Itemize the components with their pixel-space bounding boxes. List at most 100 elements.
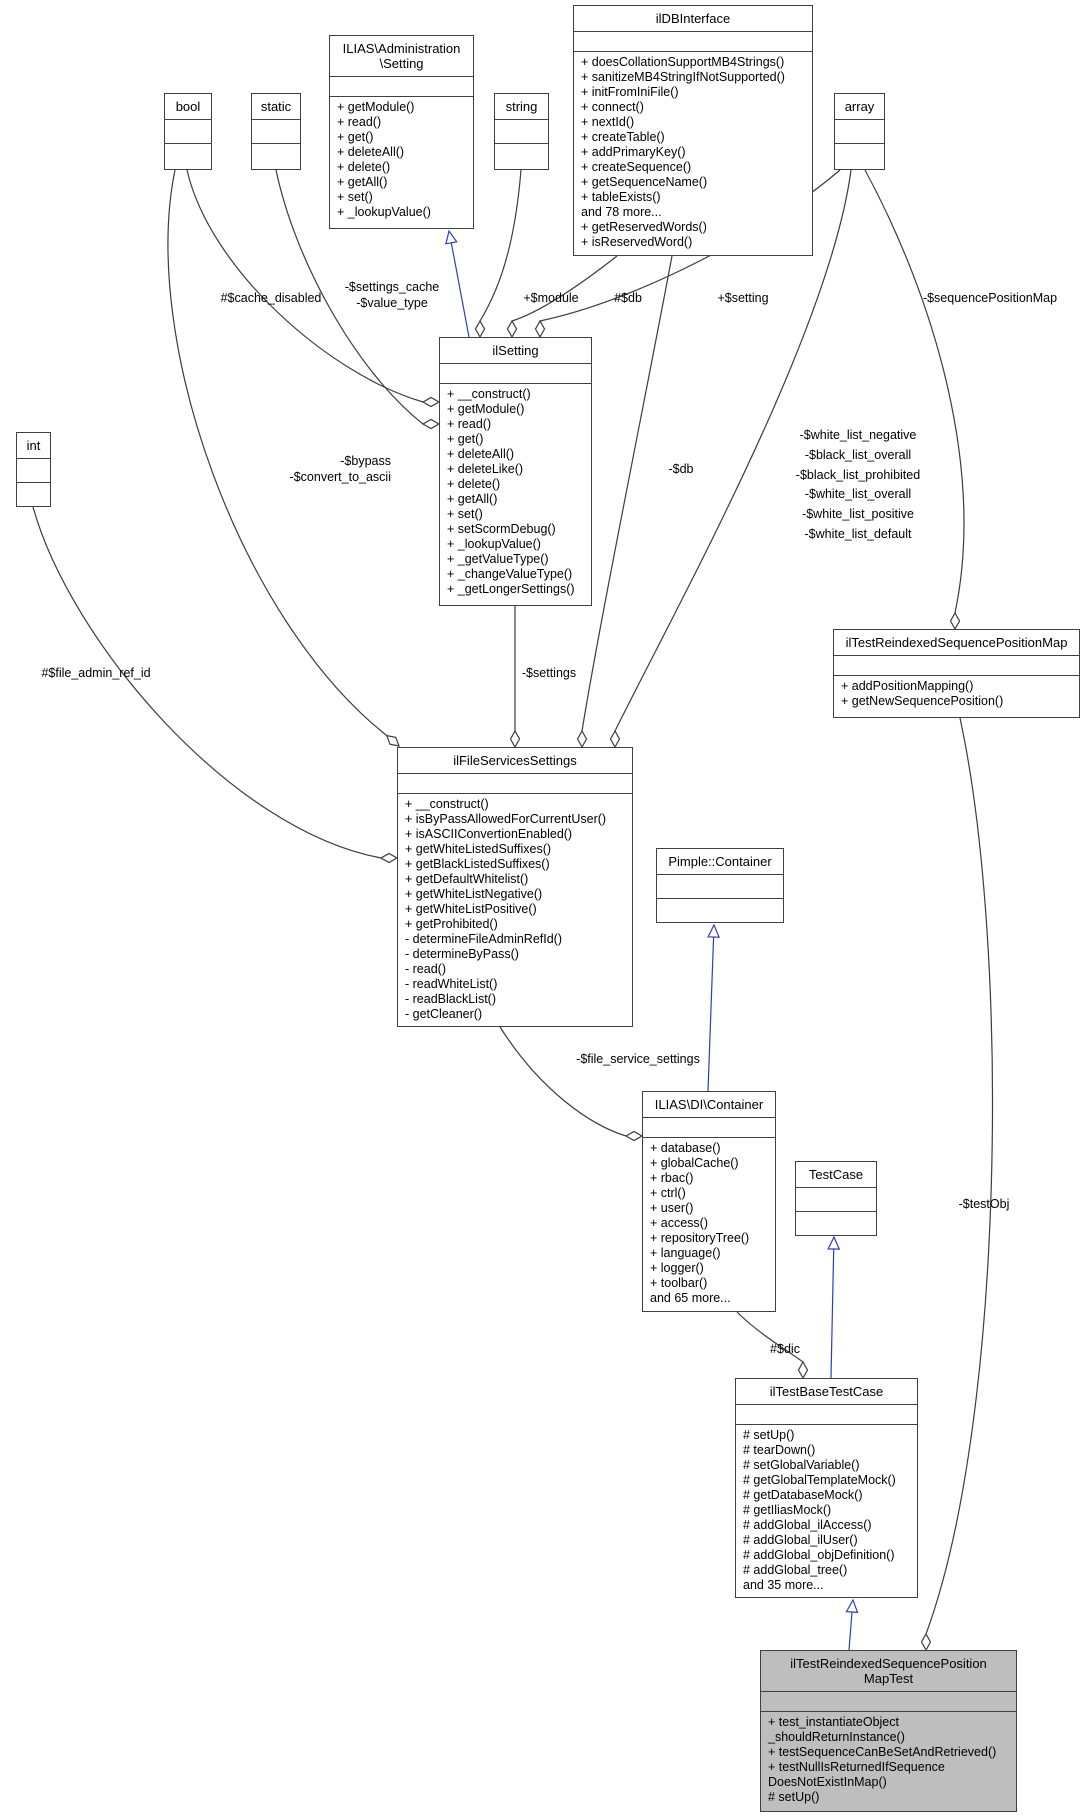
method-line: + delete(): [337, 160, 391, 174]
class-title: ILIAS\Administration \Setting: [330, 36, 473, 77]
edge-array-fileservices: [614, 169, 852, 732]
aggregation-diamond: [576, 729, 588, 749]
class-title: ilDBInterface: [574, 6, 812, 32]
class-title: ILIAS\DI\Container: [643, 1092, 775, 1118]
class-title: string: [495, 94, 548, 120]
label-db-setting: #$db: [614, 291, 642, 305]
class-attributes-empty: [736, 1405, 917, 1425]
aggregation-diamond: [506, 319, 518, 339]
class-methods-empty: [835, 144, 884, 169]
class-ilsetting[interactable]: ilSetting + __construct()+ getModule()+ …: [439, 337, 592, 606]
class-title: ilFileServicesSettings: [398, 748, 632, 774]
method-line: + access(): [650, 1216, 709, 1230]
class-iltestbasetestcase[interactable]: ilTestBaseTestCase # setUp()# tearDown()…: [735, 1378, 918, 1598]
aggregation-diamond: [474, 319, 486, 339]
method-line: + user(): [650, 1201, 694, 1215]
method-line: - determineByPass(): [405, 947, 519, 961]
method-line: + globalCache(): [650, 1156, 739, 1170]
class-ilfileservicessettings[interactable]: ilFileServicesSettings + __construct()+ …: [397, 747, 633, 1027]
edge-dicontainer-pimple: [707, 936, 715, 1092]
method-line: + doesCollationSupportMB4Strings(): [581, 55, 785, 69]
class-static[interactable]: static: [251, 93, 301, 170]
class-iltestreindexedsequencepositionmap[interactable]: ilTestReindexedSequencePositionMap + add…: [833, 629, 1080, 718]
class-ildbinterface[interactable]: ilDBInterface + doesCollationSupportMB4S…: [573, 5, 813, 256]
class-methods: + database()+ globalCache()+ rbac()+ ctr…: [643, 1138, 775, 1311]
method-line: + set(): [337, 190, 373, 204]
inheritance-arrow: [845, 1598, 859, 1614]
class-int[interactable]: int: [16, 432, 51, 507]
method-line: + createSequence(): [581, 160, 692, 174]
method-line: + getBlackListedSuffixes(): [405, 857, 550, 871]
method-line: + getWhiteListPositive(): [405, 902, 537, 916]
method-line: # addGlobal_tree(): [743, 1563, 848, 1577]
method-line: + rbac(): [650, 1171, 694, 1185]
method-line: + get(): [337, 130, 374, 144]
method-line: + testNullIsReturnedIfSequence DoesNotEx…: [768, 1760, 945, 1789]
class-methods-empty: [796, 1212, 876, 1235]
class-bool[interactable]: bool: [164, 93, 212, 170]
label-sequence-position-map: -$sequencePositionMap: [922, 291, 1058, 305]
aggregation-diamond: [609, 729, 621, 749]
class-methods: + getModule()+ read()+ get()+ deleteAll(…: [330, 97, 473, 228]
method-line: + sanitizeMB4StringIfNotSupported(): [581, 70, 785, 84]
method-line: + getSequenceName(): [581, 175, 708, 189]
class-pimple-container[interactable]: Pimple::Container: [656, 848, 784, 923]
class-methods: # setUp()# tearDown()# setGlobalVariable…: [736, 1425, 917, 1597]
class-attributes-empty: [834, 656, 1079, 676]
class-attributes-empty: [17, 459, 50, 483]
method-line: # setUp(): [768, 1790, 820, 1804]
class-methods: + doesCollationSupportMB4Strings()+ sani…: [574, 52, 812, 255]
class-iltestreindexedsequencepositionmaptest[interactable]: ilTestReindexedSequencePosition MapTest …: [760, 1650, 1017, 1812]
method-line: + getNewSequencePosition(): [841, 694, 1004, 708]
class-ilias-di-container[interactable]: ILIAS\DI\Container + database()+ globalC…: [642, 1091, 776, 1312]
method-line: + set(): [447, 507, 483, 521]
edge-seqmap-maptest: [925, 717, 994, 1635]
label-setting: +$setting: [717, 291, 769, 305]
edge-dicontainer-basetest: [736, 1311, 804, 1363]
label-settings-cache: -$settings_cache -$value_type: [344, 280, 440, 310]
method-line: + getModule(): [447, 402, 525, 416]
method-line: + connect(): [581, 100, 644, 114]
method-line: # getIliasMock(): [743, 1503, 832, 1517]
aggregation-diamond: [624, 1130, 644, 1142]
method-line: + getProhibited(): [405, 917, 498, 931]
class-attributes-empty: [398, 774, 632, 794]
method-line: # getGlobalTemplateMock(): [743, 1473, 896, 1487]
class-attributes-empty: [796, 1188, 876, 1212]
class-methods-empty: [165, 144, 211, 169]
class-testcase[interactable]: TestCase: [795, 1161, 877, 1236]
aggregation-diamond: [949, 611, 961, 631]
aggregation-diamond: [421, 418, 441, 430]
aggregation-diamond: [509, 729, 521, 749]
class-array[interactable]: array: [834, 93, 885, 170]
label-cache-disabled: #$cache_disabled: [220, 291, 322, 305]
method-line: - read(): [405, 962, 446, 976]
method-line: + ctrl(): [650, 1186, 686, 1200]
method-line: + initFromIniFile(): [581, 85, 679, 99]
method-line: + addPositionMapping(): [841, 679, 974, 693]
label-test-obj: -$testObj: [958, 1197, 1010, 1211]
inheritance-arrow: [707, 923, 721, 938]
class-methods-empty: [252, 144, 300, 169]
class-methods-empty: [495, 144, 548, 169]
method-line: + setScormDebug(): [447, 522, 556, 536]
method-line: + addPrimaryKey(): [581, 145, 686, 159]
class-ilias-administration-setting[interactable]: ILIAS\Administration \Setting + getModul…: [329, 35, 474, 229]
class-attributes-empty: [330, 77, 473, 97]
class-attributes-empty: [252, 120, 300, 144]
inheritance-arrow: [445, 229, 458, 245]
class-attributes-empty: [574, 32, 812, 52]
label-dic: #$dic: [770, 1342, 800, 1356]
method-line: + getReservedWords(): [581, 220, 707, 234]
edge-bool-fileservices: [167, 169, 388, 737]
class-title: ilTestReindexedSequencePosition MapTest: [761, 1651, 1016, 1692]
class-string[interactable]: string: [494, 93, 549, 170]
class-title: ilSetting: [440, 338, 591, 364]
method-line: + deleteAll(): [447, 447, 515, 461]
class-title: Pimple::Container: [657, 849, 783, 875]
edge-string-ilsetting: [479, 169, 522, 322]
method-line: + nextId(): [581, 115, 635, 129]
method-line: # addGlobal_ilUser(): [743, 1533, 858, 1547]
method-line: + get(): [447, 432, 484, 446]
